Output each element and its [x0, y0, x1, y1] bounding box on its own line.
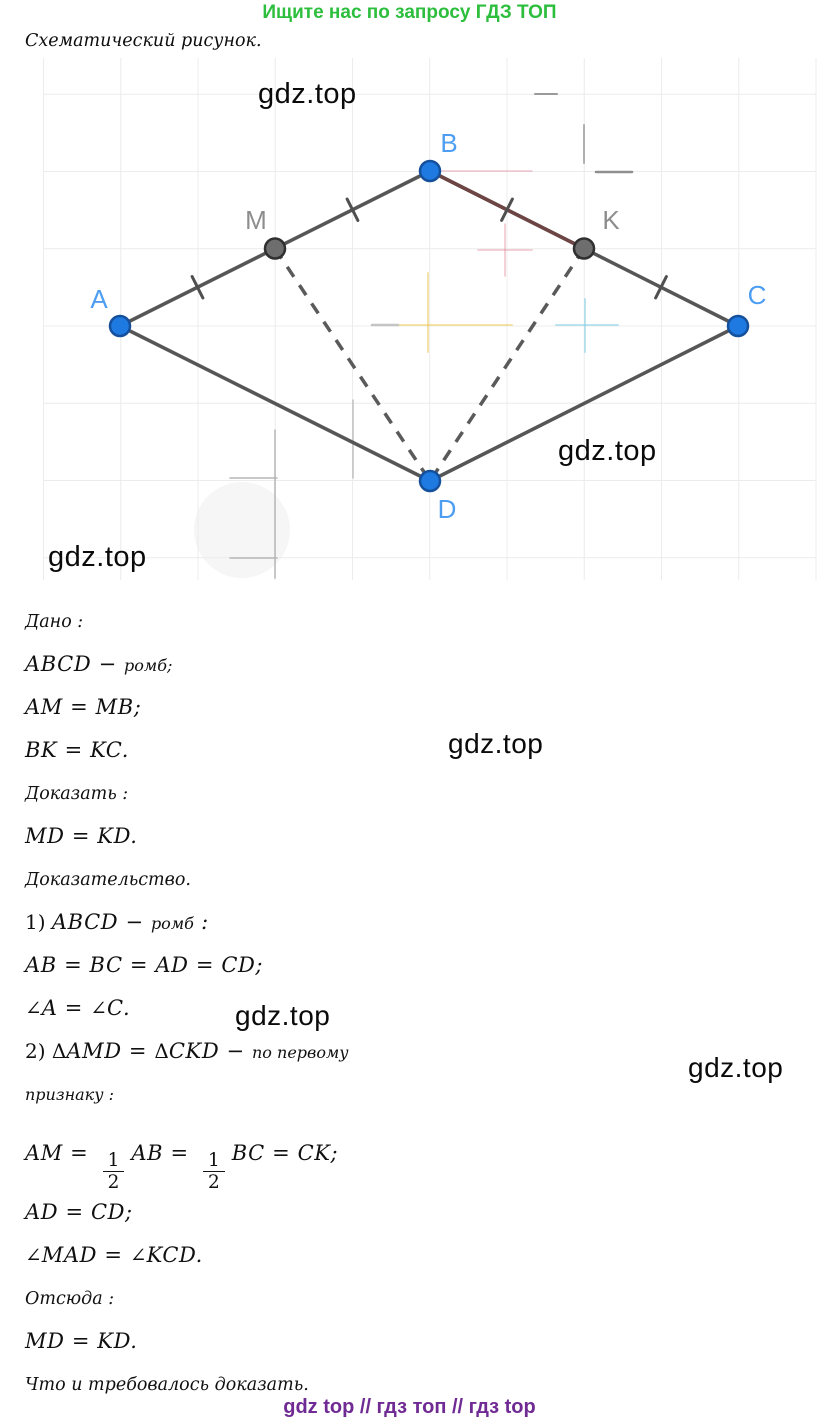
solution-text: Дано : ABCD − ромб; AM = MB; BK = KC. Доказа… [25, 600, 805, 1406]
text-segment: ромб; [124, 656, 173, 675]
solution-line: BK = KC. [25, 729, 805, 772]
ghost-smudge [194, 482, 290, 578]
text-segment: ∠ [25, 1243, 42, 1267]
tick-mark-AM [190, 275, 205, 300]
text-segment: Дано : [25, 612, 84, 632]
text-segment: MAD [41, 1243, 98, 1267]
text-segment: 1) [25, 910, 52, 934]
text-segment: : [193, 910, 209, 934]
point-label-K: K [602, 205, 620, 235]
solution-line: признаку : [25, 1073, 805, 1116]
text-segment: MD = KD. [25, 1329, 138, 1353]
gdz-watermark: gdz.top [235, 1000, 331, 1031]
dashed-segment-KD [428, 247, 586, 482]
solution-line: Отсюда : [25, 1277, 805, 1320]
tick-mark-KC [654, 275, 668, 300]
solution-line: MD = KD. [25, 1320, 805, 1363]
text-segment: C. [107, 996, 131, 1020]
solution-line: Дано : [25, 600, 805, 643]
solution-line: Доказать : [25, 772, 805, 815]
text-segment: BK = KC. [25, 738, 129, 762]
point-A [108, 314, 132, 338]
text-segment: MD = KD. [25, 824, 138, 848]
solution-line: 2) ΔAMD = ΔCKD − по первому [25, 1030, 805, 1073]
solution-line: ABCD − ромб; [25, 643, 805, 686]
text-segment: BC = CK; [231, 1141, 339, 1165]
gdz-watermark: gdz.top [258, 78, 357, 110]
text-segment: Δ [51, 1039, 67, 1063]
solution-line: ∠MAD = ∠KCD. [25, 1234, 805, 1277]
text-segment: ∠ [129, 1243, 147, 1267]
dashed-segment-MD [273, 247, 432, 482]
footer-watermark: gdz top // гдз топ // гдз top [283, 1396, 536, 1418]
text-segment: AMD [66, 1039, 122, 1063]
text-segment: AM = MB; [25, 695, 142, 719]
point-M [263, 237, 287, 260]
point-C [726, 314, 750, 338]
text-segment: AM = [25, 1141, 96, 1165]
point-label-A: A [90, 284, 108, 314]
text-segment: 2) [25, 1039, 52, 1063]
solution-line: Что и требовалось доказать. [25, 1363, 805, 1406]
point-label-D: D [438, 494, 457, 524]
side-AD [118, 324, 432, 483]
text-segment: Отсюда : [25, 1289, 115, 1309]
text-segment: = [121, 1039, 155, 1063]
gdz-watermark: gdz.top [48, 541, 147, 573]
point-label-B: B [440, 128, 457, 158]
text-segment: AD = CD; [25, 1200, 133, 1224]
solution-line: AB = BC = AD = CD; [25, 944, 805, 987]
text-segment: A [41, 996, 58, 1020]
solution-line: Доказательство. [25, 858, 805, 901]
text-segment: = [97, 1243, 130, 1267]
text-segment: Что и требовалось доказать. [25, 1375, 309, 1395]
text-segment: признаку : [25, 1085, 114, 1104]
tick-mark-BK [500, 197, 514, 222]
text-segment: AB = BC = AD = CD; [25, 953, 264, 977]
text-segment: = [57, 996, 91, 1020]
text-segment: CKD − [168, 1039, 252, 1063]
text-segment: ∠ [25, 996, 42, 1020]
solution-line: MD = KD. [25, 815, 805, 858]
solution-line: 1) ABCD − ромб : [25, 901, 805, 944]
point-label-C: C [748, 280, 767, 310]
text-segment: KCD. [146, 1243, 203, 1267]
gdz-watermark: gdz.top [558, 435, 657, 467]
tick-mark-MB [345, 197, 360, 222]
text-segment: ромб [150, 914, 194, 933]
text-segment: ∠ [90, 996, 108, 1020]
text-segment: AB = [131, 1141, 196, 1165]
gdz-watermark: gdz.top [688, 1052, 784, 1083]
gdz-watermark: gdz.top [448, 728, 544, 759]
text-segment: Доказать : [25, 784, 129, 804]
text-segment: по первому [252, 1043, 349, 1062]
side-DC [428, 324, 740, 483]
figure-caption: Схематический рисунок. [25, 31, 262, 51]
solution-line: AD = CD; [25, 1191, 805, 1234]
text-segment: Δ [154, 1039, 169, 1063]
text-segment: ABCD − [51, 910, 151, 934]
text-segment: Доказательство. [25, 870, 191, 890]
solution-line: AM = MB; [25, 686, 805, 729]
point-label-M: M [245, 205, 267, 235]
point-D [418, 469, 442, 493]
site-banner: Ищите нас по запросу ГДЗ ТОП [262, 2, 557, 23]
point-B [418, 159, 442, 183]
text-segment: ABCD − [25, 652, 125, 676]
point-K [572, 237, 596, 260]
solution-line: ∠A = ∠C. [25, 987, 805, 1030]
